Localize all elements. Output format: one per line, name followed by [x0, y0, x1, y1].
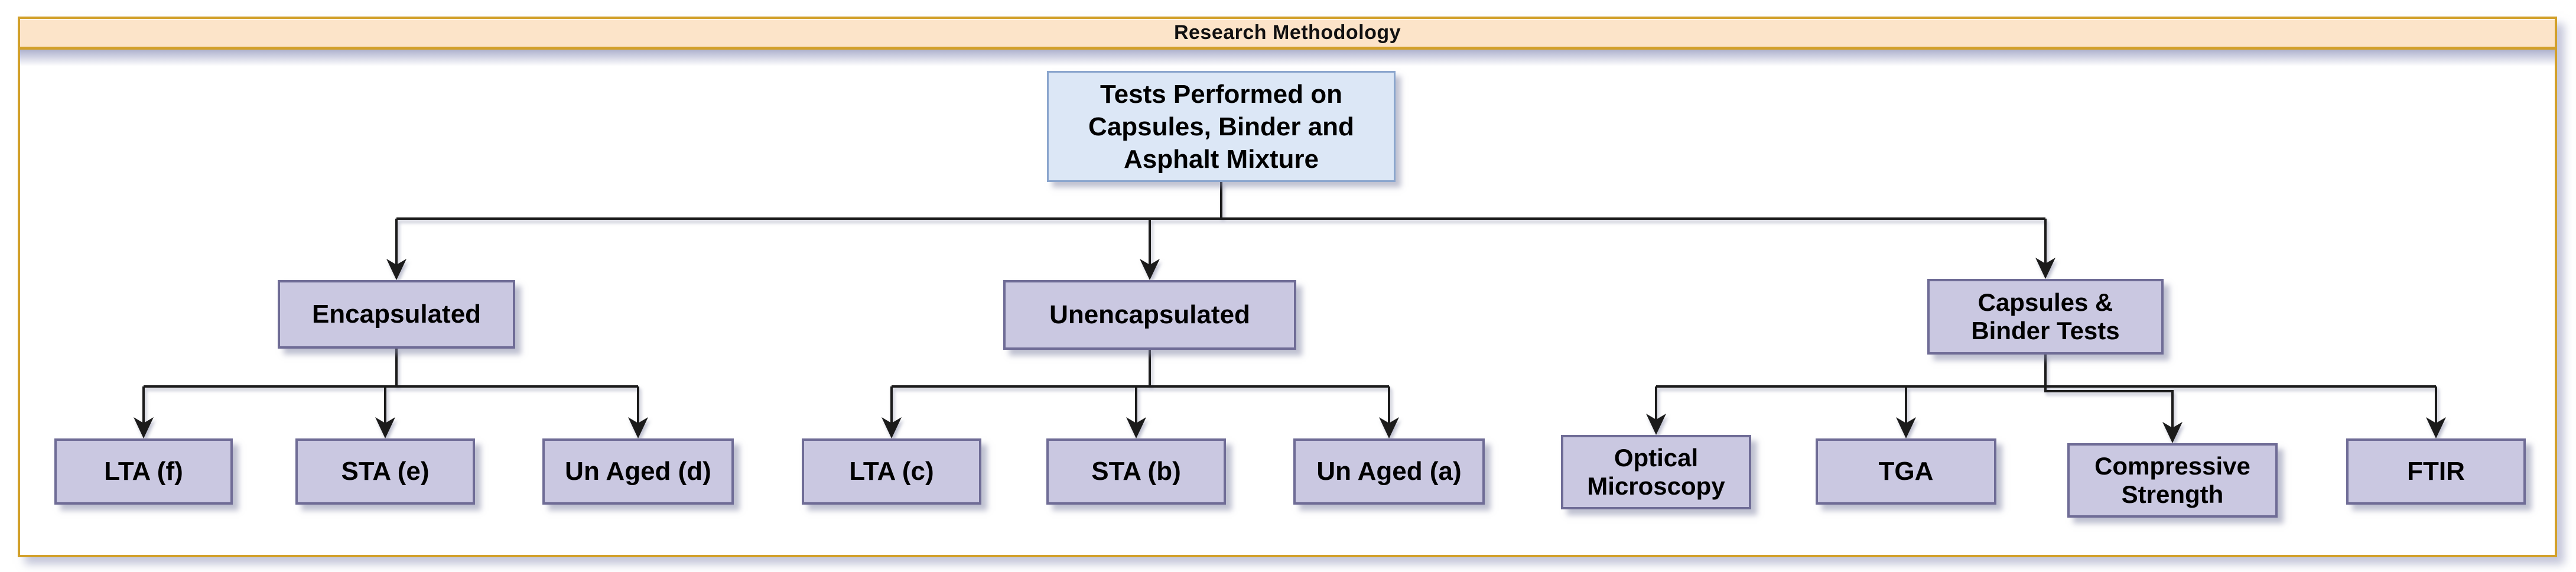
- node-optical-microscopy: Optical Microscopy: [1561, 435, 1751, 509]
- node-compressive-strength: Compressive Strength: [2067, 443, 2278, 518]
- node-lta-f: LTA (f): [54, 438, 233, 505]
- node-unaged-d: Un Aged (d): [542, 438, 734, 505]
- node-encapsulated: Encapsulated: [278, 280, 515, 349]
- node-unencapsulated: Unencapsulated: [1003, 280, 1296, 350]
- node-lta-c: LTA (c): [802, 438, 981, 505]
- node-sta-e: STA (e): [295, 438, 475, 505]
- node-unaged-a: Un Aged (a): [1293, 438, 1485, 505]
- panel-title: Research Methodology: [1173, 21, 1401, 44]
- node-ftir: FTIR: [2346, 438, 2526, 505]
- panel-header: Research Methodology: [20, 19, 2555, 50]
- node-sta-b: STA (b): [1046, 438, 1226, 505]
- node-root-tests-performed: Tests Performed on Capsules, Binder and …: [1047, 71, 1396, 182]
- node-tga: TGA: [1816, 438, 1996, 505]
- node-capsules-binder-tests: Capsules & Binder Tests: [1927, 279, 2164, 355]
